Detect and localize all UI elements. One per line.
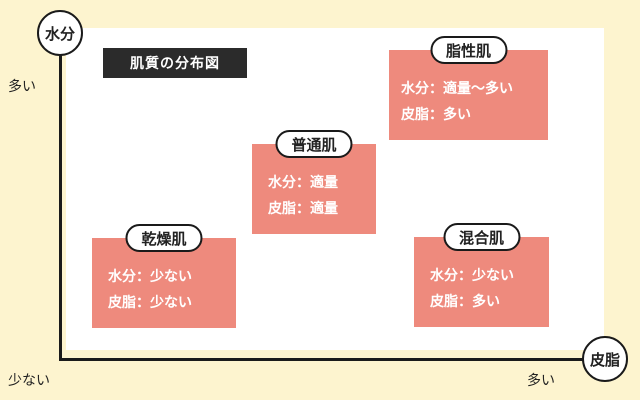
sebum-level-text: 皮脂：多い (430, 294, 500, 310)
water-level-text: 水分：少ない (430, 268, 514, 284)
skin-type-name: 混合肌 (442, 223, 521, 251)
sebum-level-text: 皮脂：少ない (108, 295, 192, 311)
x-axis-label: 皮脂 (582, 336, 628, 382)
y-axis-high-label: 多い (8, 79, 36, 95)
y-axis-label: 水分 (37, 10, 83, 56)
x-axis-high-label: 多い (527, 373, 555, 389)
skin-type-card-normal: 普通肌 水分：適量 皮脂：適量 (252, 130, 376, 234)
x-axis-low-label: 少ない (8, 373, 50, 389)
skin-type-card-dry: 乾燥肌 水分：少ない 皮脂：少ない (92, 224, 236, 328)
skin-type-card-combination: 混合肌 水分：少ない 皮脂：多い (414, 223, 549, 327)
x-axis-line (59, 358, 591, 361)
sebum-level-text: 皮脂：多い (401, 107, 471, 123)
water-level-text: 水分：適量〜多い (401, 81, 513, 97)
skin-type-card-oily: 脂性肌 水分：適量〜多い 皮脂：多い (389, 36, 548, 140)
skin-type-name: 普通肌 (275, 130, 353, 158)
y-axis-line (59, 44, 62, 361)
diagram-title: 肌質の分布図 (103, 48, 247, 78)
skin-type-name: 脂性肌 (429, 36, 508, 64)
skin-type-name: 乾燥肌 (125, 224, 203, 252)
sebum-level-text: 皮脂：適量 (268, 201, 338, 217)
water-level-text: 水分：適量 (268, 175, 338, 191)
water-level-text: 水分：少ない (108, 269, 192, 285)
